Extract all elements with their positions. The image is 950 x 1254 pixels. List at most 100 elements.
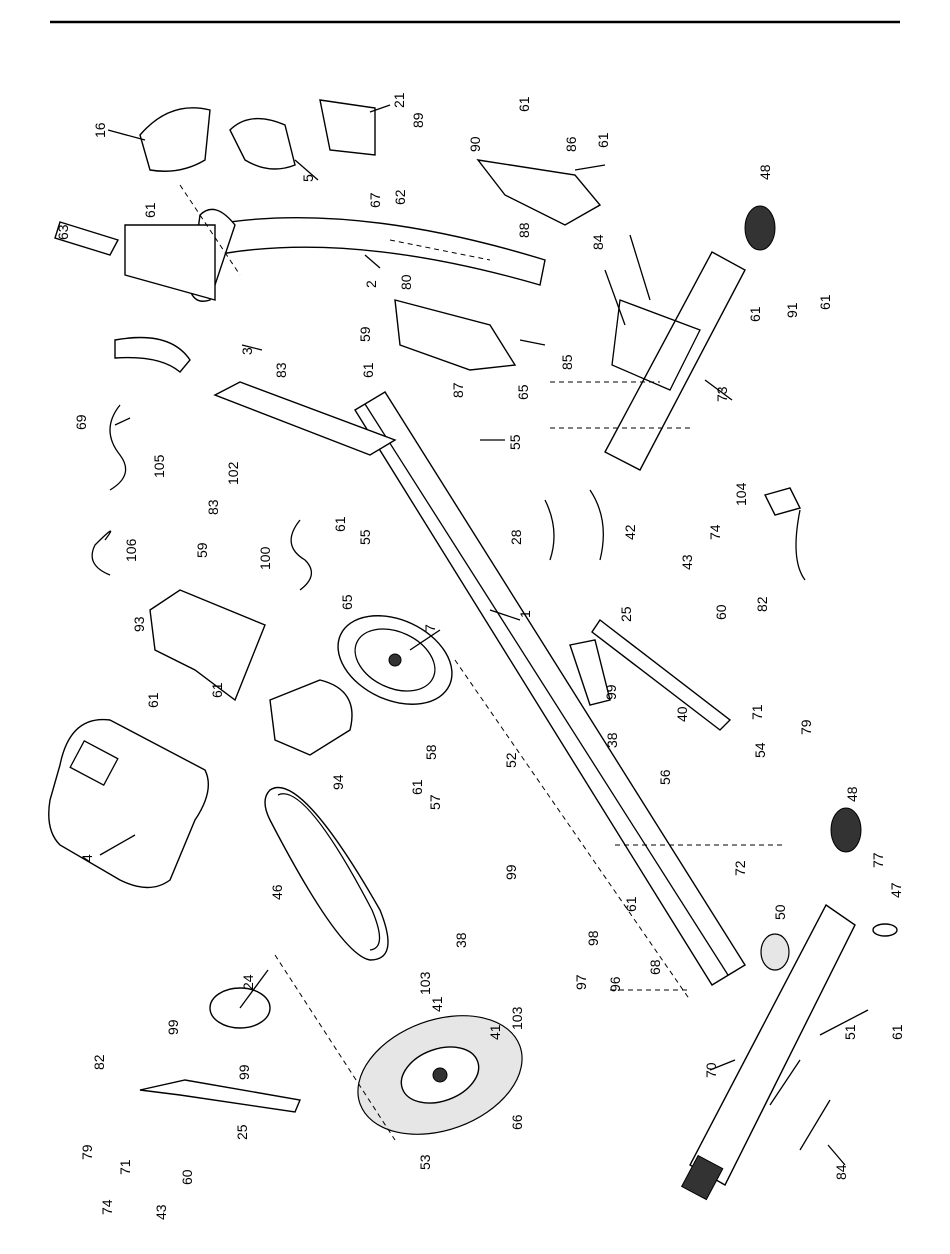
callout-88: 88 (516, 222, 532, 238)
callout-100: 100 (257, 546, 273, 570)
callout-61-g: 61 (145, 692, 161, 708)
callout-40: 40 (674, 706, 690, 722)
callout-74-right: 74 (707, 524, 723, 540)
callout-86: 86 (563, 136, 579, 152)
callout-28: 28 (508, 529, 524, 545)
callout-25-right: 25 (618, 606, 634, 622)
callout-54: 54 (752, 742, 768, 758)
callout-82-right: 82 (754, 596, 770, 612)
shields-part (150, 590, 352, 755)
callout-103-a: 103 (417, 971, 433, 995)
callout-3: 3 (239, 347, 255, 355)
callout-61-j: 61 (623, 896, 639, 912)
callout-74-left: 74 (99, 1199, 115, 1215)
callout-72: 72 (732, 860, 748, 876)
callout-84-upper: 84 (590, 234, 606, 250)
callout-83-upper: 83 (273, 362, 289, 378)
callout-83-lower: 83 (205, 499, 221, 515)
callout-57: 57 (427, 794, 443, 810)
callout-7: 7 (422, 624, 438, 632)
callout-43-right: 43 (679, 554, 695, 570)
callout-50: 50 (772, 904, 788, 920)
callout-65-upper: 65 (515, 384, 531, 400)
callout-61-k: 61 (889, 1024, 905, 1040)
callout-104: 104 (733, 482, 749, 506)
callout-16: 16 (92, 122, 108, 138)
callout-55-top: 55 (507, 434, 523, 450)
callout-61-e: 61 (817, 294, 833, 310)
callout-60-left: 60 (179, 1169, 195, 1185)
callout-60-right: 60 (713, 604, 729, 620)
callout-52: 52 (503, 752, 519, 768)
callout-51: 51 (842, 1024, 858, 1040)
callout-70: 70 (703, 1062, 719, 1078)
callout-84-lower: 84 (833, 1164, 849, 1180)
callout-61-a: 61 (516, 96, 532, 112)
callout-41-a: 41 (429, 996, 445, 1012)
callout-46: 46 (269, 884, 285, 900)
callout-68: 68 (647, 959, 663, 975)
callout-58: 58 (423, 744, 439, 760)
callout-67: 67 (367, 192, 383, 208)
callout-61-l: 61 (747, 306, 763, 322)
callout-80: 80 (398, 274, 414, 290)
callout-5: 5 (300, 174, 316, 182)
console-part (49, 720, 209, 888)
callout-82-left: 82 (91, 1054, 107, 1070)
callout-4: 4 (79, 854, 95, 862)
callout-89: 89 (410, 112, 426, 128)
callout-38-upper: 38 (604, 732, 620, 748)
callout-61-b: 61 (595, 132, 611, 148)
callout-61-i: 61 (409, 779, 425, 795)
callout-43-left: 43 (153, 1204, 169, 1220)
callout-65-lower: 65 (339, 594, 355, 610)
callout-61-h: 61 (209, 682, 225, 698)
callout-90: 90 (467, 136, 483, 152)
callout-42: 42 (622, 524, 638, 540)
callout-61-c: 61 (142, 202, 158, 218)
callout-59-lower: 59 (194, 542, 210, 558)
callout-102: 102 (225, 461, 241, 485)
callout-79-right: 79 (798, 719, 814, 735)
callout-99-d: 99 (236, 1064, 252, 1080)
callout-97: 97 (573, 974, 589, 990)
front-stabilizer-part (605, 252, 745, 470)
callout-99-a: 99 (603, 684, 619, 700)
callout-56: 56 (657, 769, 673, 785)
seat-clamp-parts (140, 100, 375, 171)
callout-79-left: 79 (79, 1144, 95, 1160)
callout-99-c: 99 (165, 1019, 181, 1035)
callout-69: 69 (73, 414, 89, 430)
callout-85: 85 (559, 354, 575, 370)
callout-71-left: 71 (117, 1159, 133, 1175)
callout-47: 47 (888, 882, 904, 898)
callout-24: 24 (240, 974, 256, 990)
drive-belt-part (265, 788, 388, 961)
callout-91: 91 (784, 302, 800, 318)
callout-25-left: 25 (234, 1124, 250, 1140)
callout-77: 77 (870, 852, 886, 868)
callout-99-b: 99 (503, 864, 519, 880)
callout-61-d: 61 (360, 362, 376, 378)
handlebar-part (55, 222, 215, 372)
callout-98: 98 (585, 930, 601, 946)
callout-38-lower: 38 (453, 932, 469, 948)
callout-21: 21 (391, 92, 407, 108)
callout-105: 105 (151, 454, 167, 478)
callout-96: 96 (607, 976, 623, 992)
callout-59-upper: 59 (357, 326, 373, 342)
callout-63: 63 (55, 224, 71, 240)
callout-73: 73 (714, 386, 730, 402)
callout-62: 62 (392, 189, 408, 205)
callout-66: 66 (509, 1114, 525, 1130)
callout-103-b: 103 (509, 1006, 525, 1030)
callout-71-right: 71 (749, 704, 765, 720)
callout-53: 53 (417, 1154, 433, 1170)
callout-94: 94 (330, 774, 346, 790)
callout-87: 87 (450, 382, 466, 398)
callout-41-b: 41 (487, 1024, 503, 1040)
callout-55-mid: 55 (357, 529, 373, 545)
callout-61-f: 61 (332, 516, 348, 532)
callout-106: 106 (123, 538, 139, 562)
